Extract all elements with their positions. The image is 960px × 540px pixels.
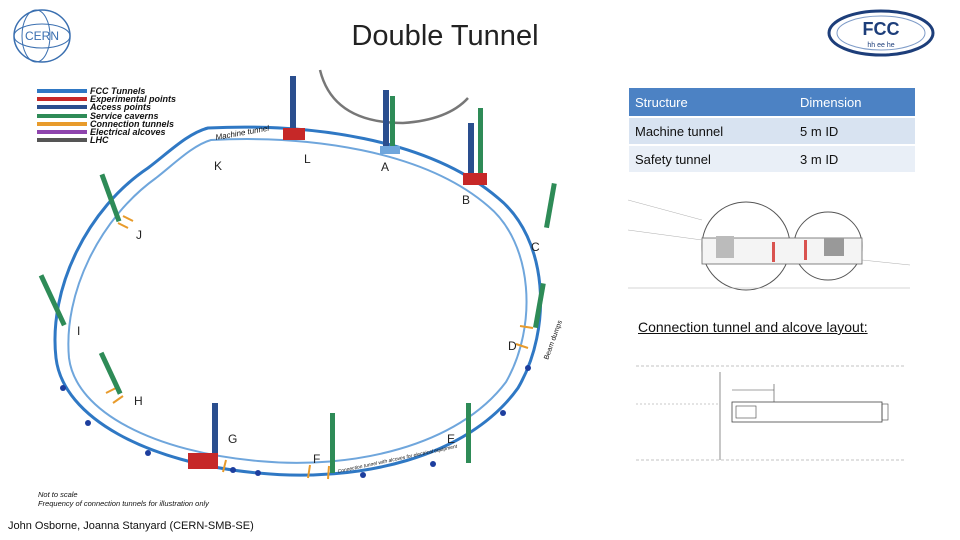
tunnel-cross-section	[628, 199, 910, 291]
lhc-tunnel	[318, 69, 469, 125]
shaft-b	[463, 108, 487, 185]
point-label-c: C	[531, 240, 540, 254]
legend-item: LHC	[37, 136, 176, 145]
point-label-k: K	[214, 159, 223, 173]
table-row: Safety tunnel 3 m ID	[629, 145, 915, 174]
legend-item: Connection tunnels	[37, 119, 176, 128]
connection-layout-title: Connection tunnel and alcove layout:	[638, 319, 868, 335]
table-cell: 3 m ID	[794, 145, 915, 174]
svg-text:hh ee he: hh ee he	[867, 42, 894, 49]
table-cell: Safety tunnel	[629, 145, 795, 174]
column-header: Structure	[629, 88, 795, 118]
shaft-c	[544, 182, 557, 229]
cern-logo: CERN	[10, 6, 74, 66]
point-label-l: L	[304, 152, 311, 166]
legend-item: FCC Tunnels	[37, 87, 176, 96]
svg-text:CERN: CERN	[25, 29, 59, 43]
point-label-j: J	[136, 228, 142, 242]
point-label-a: A	[381, 160, 390, 174]
scale-note: Not to scale Frequency of connection tun…	[38, 490, 209, 508]
point-label-i: I	[77, 324, 81, 338]
page-title: Double Tunnel	[351, 20, 539, 52]
legend: FCC Tunnels Experimental points Access p…	[37, 87, 176, 145]
legend-item: Access points	[37, 103, 176, 112]
table-cell: 5 m ID	[794, 117, 915, 146]
column-header: Dimension	[794, 88, 915, 118]
point-label-b: B	[462, 193, 471, 207]
fcc-logo: FCC hh ee he	[826, 8, 936, 58]
beam-dump-label: Beam dumps	[543, 319, 564, 361]
table-row: Machine tunnel 5 m ID	[629, 117, 915, 146]
shaft-j	[99, 173, 122, 223]
shaft-f	[330, 413, 335, 473]
connection-layout-drawing	[636, 365, 906, 461]
legend-item: Service caverns	[37, 111, 176, 120]
shaft-d	[533, 282, 546, 329]
legend-item: Electrical alcoves	[37, 128, 176, 137]
shaft-h	[98, 351, 123, 395]
shaft-l	[283, 76, 305, 140]
svg-text:FCC: FCC	[863, 19, 900, 39]
point-label-d: D	[508, 339, 517, 353]
shafts	[38, 76, 557, 473]
point-label-h: H	[134, 394, 143, 408]
shaft-a	[380, 90, 400, 154]
point-label-g: G	[228, 432, 238, 446]
access-markers	[60, 365, 531, 478]
shaft-e	[466, 403, 471, 463]
ring-diagram: Machine tunnel Beam dumps Connection tun…	[38, 69, 564, 480]
dimension-table: Structure Dimension Machine tunnel 5 m I…	[629, 88, 915, 174]
point-label-e: E	[447, 432, 456, 446]
fcc-inner-tunnel	[67, 138, 528, 464]
shaft-i	[38, 274, 67, 327]
credit-footer: John Osborne, Joanna Stanyard (CERN-SMB-…	[8, 520, 254, 532]
legend-item: Experimental points	[37, 95, 176, 104]
table-cell: Machine tunnel	[629, 117, 795, 146]
table-header-row: Structure Dimension	[629, 88, 915, 118]
connection-tunnels	[105, 215, 534, 480]
shaft-g	[188, 403, 218, 469]
point-label-f: F	[313, 452, 321, 466]
